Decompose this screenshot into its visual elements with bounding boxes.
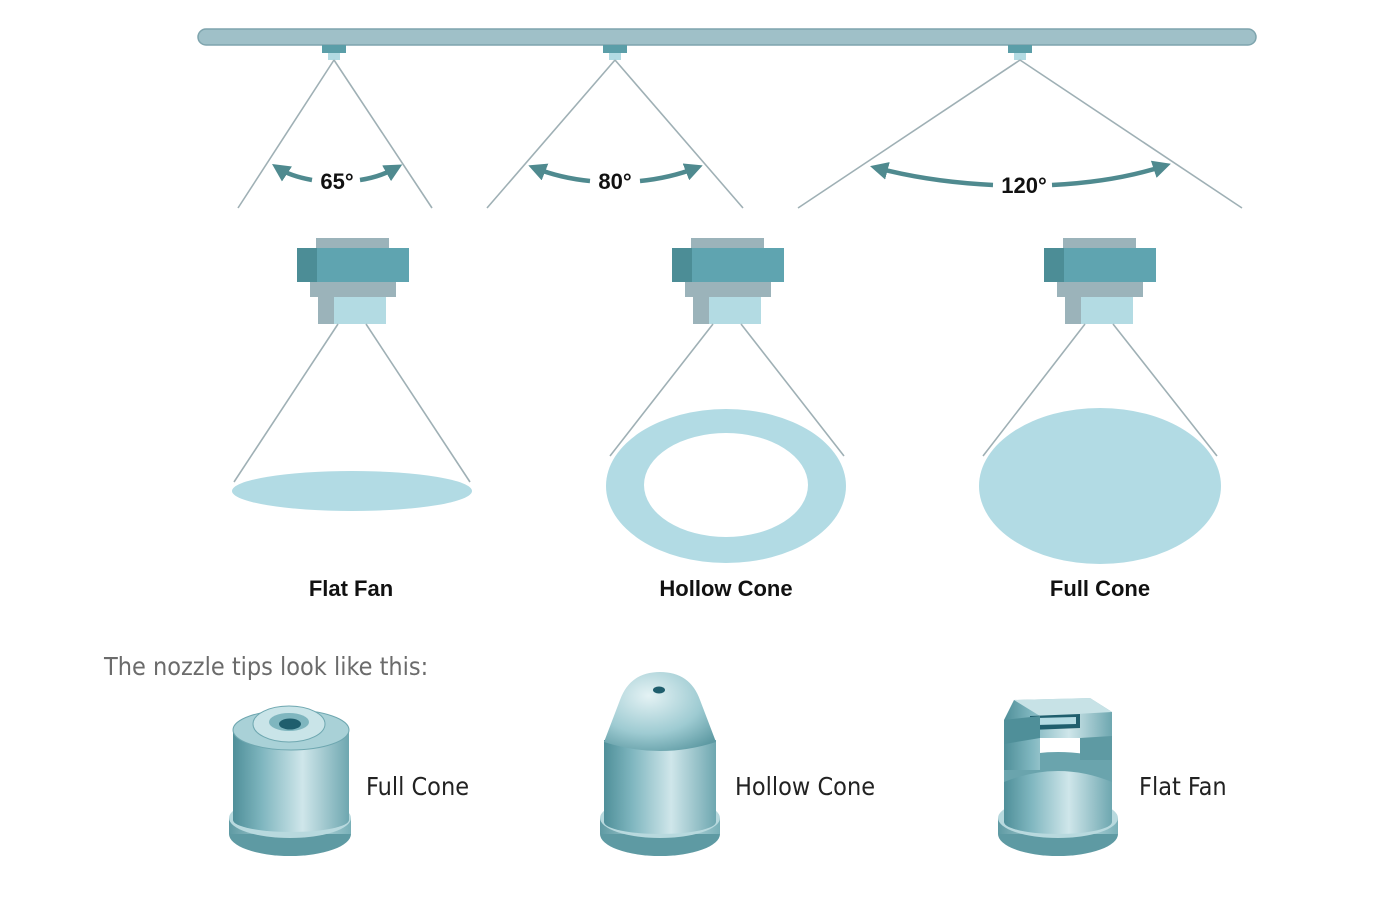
pattern-label-full-cone: Full Cone bbox=[1050, 576, 1150, 601]
nozzle-tips-intro: The nozzle tips look like this: bbox=[103, 652, 428, 681]
top-nozzle-80 bbox=[486, 45, 744, 209]
angle-label-65: 65° bbox=[320, 169, 353, 194]
full-cone-tip-icon bbox=[229, 705, 351, 856]
nozzle-body-flat-fan bbox=[297, 238, 409, 324]
flat-fan-tip-icon bbox=[998, 698, 1118, 856]
hollow-cone-tip-icon bbox=[600, 672, 720, 856]
top-nozzle-120 bbox=[797, 45, 1243, 209]
angle-arrow-65 bbox=[272, 164, 403, 183]
angle-arrow-120 bbox=[870, 160, 1171, 188]
top-nozzle-65 bbox=[237, 45, 433, 209]
spray-pattern-full-cone bbox=[979, 323, 1221, 564]
nozzle-body-full-cone bbox=[1044, 238, 1156, 324]
spray-pattern-hollow-cone bbox=[606, 323, 846, 563]
angle-arrow-80 bbox=[528, 163, 703, 184]
tip-label-hollow-cone: Hollow Cone bbox=[735, 772, 875, 801]
pattern-label-flat-fan: Flat Fan bbox=[309, 576, 393, 601]
boom-pipe bbox=[197, 28, 1257, 46]
tip-label-full-cone: Full Cone bbox=[366, 772, 469, 801]
nozzle-body-hollow-cone bbox=[672, 238, 784, 324]
tip-label-flat-fan: Flat Fan bbox=[1139, 772, 1227, 801]
angle-label-80: 80° bbox=[598, 169, 631, 194]
pattern-label-hollow-cone: Hollow Cone bbox=[659, 576, 792, 601]
spray-pattern-flat-fan bbox=[232, 323, 472, 511]
angle-label-120: 120° bbox=[1001, 173, 1047, 198]
